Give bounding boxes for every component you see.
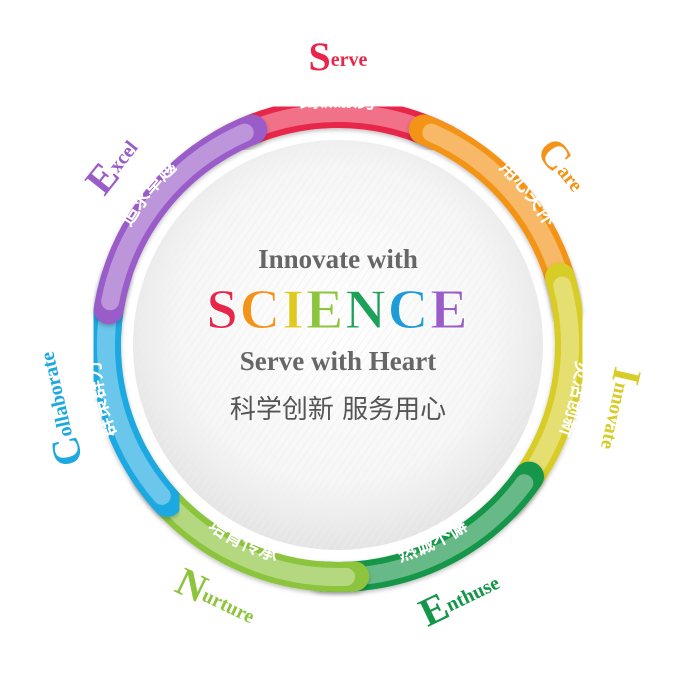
outer-word-serve: Serve	[309, 34, 368, 79]
science-letter: S	[206, 279, 239, 341]
center-line-innovate: Innovate with	[258, 244, 418, 274]
science-letter: E	[306, 279, 345, 341]
science-word: SCIENCE	[206, 279, 469, 341]
chain-link-highlight	[101, 123, 254, 311]
science-letter: C	[240, 279, 282, 341]
science-letter: I	[282, 279, 306, 341]
center-line-chinese: 科学创新 服务用心	[230, 395, 446, 425]
science-letter: E	[430, 279, 469, 341]
outer-word-innovate: Innovate	[588, 364, 651, 455]
outer-word-collaborate: Collaborate	[22, 348, 92, 471]
center-line-serve-heart: Serve with Heart	[240, 346, 436, 376]
center-disc-texture	[133, 140, 543, 550]
science-letter: N	[345, 279, 387, 341]
chain-link-band	[93, 114, 268, 325]
science-letter: C	[388, 279, 430, 341]
chain-link-label-serve: 竭诚服务	[298, 89, 379, 114]
